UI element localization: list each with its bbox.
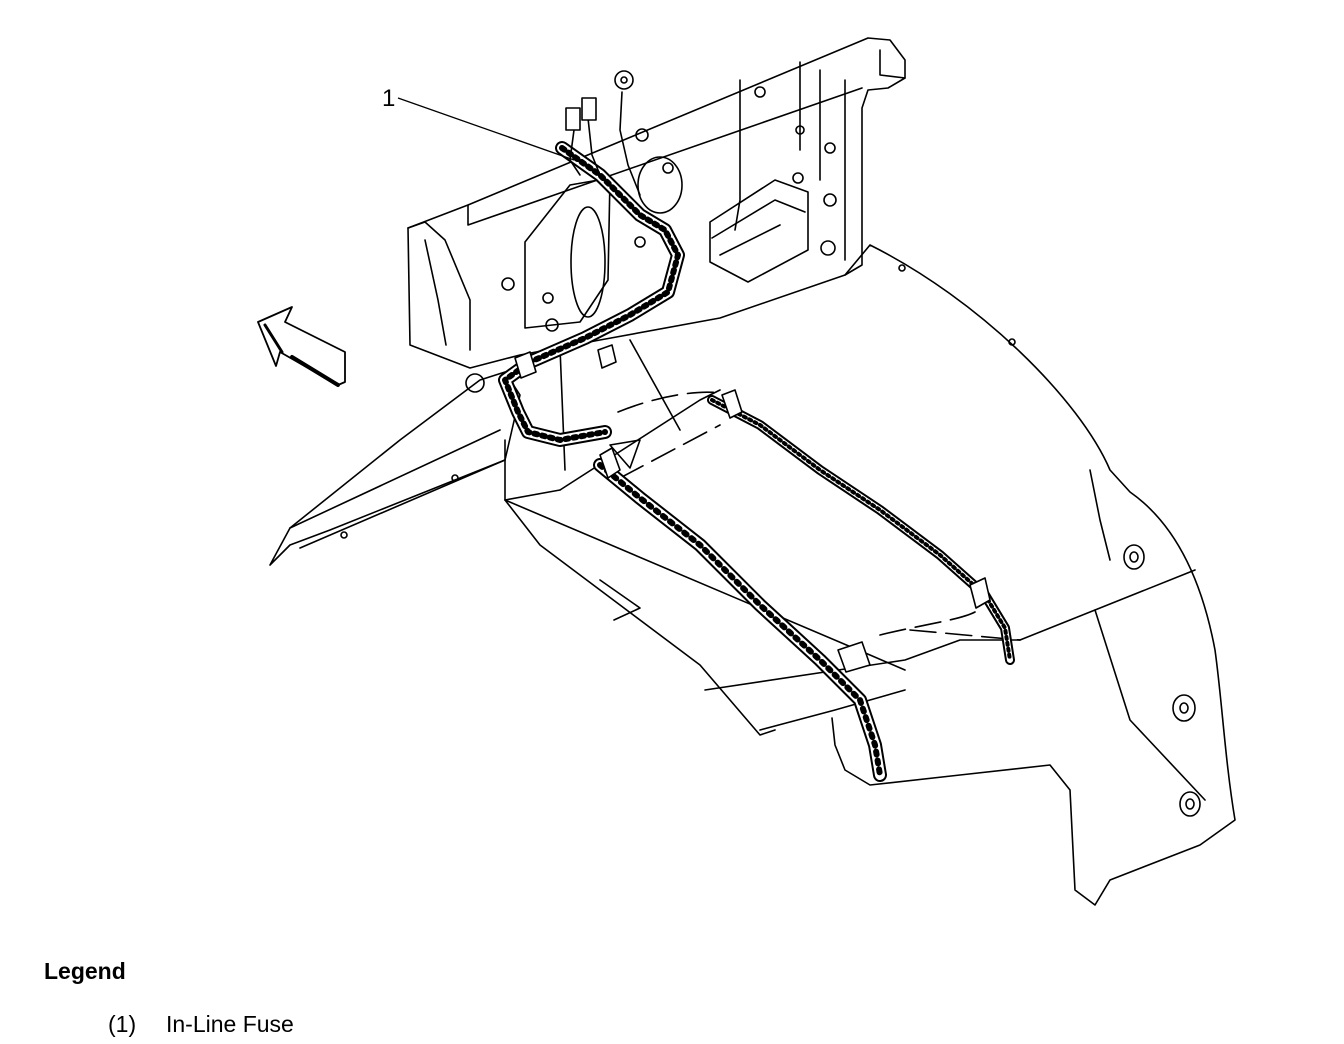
callout-1-label: 1 — [382, 85, 395, 112]
legend-item-text: In-Line Fuse — [166, 1011, 294, 1037]
callout-1: 1 — [382, 85, 575, 161]
firewall-panel — [407, 37, 906, 369]
frame-rail — [269, 339, 1021, 736]
legend-item: (1) In-Line Fuse — [108, 1011, 294, 1038]
inner-fender — [831, 244, 1236, 906]
wiring-diagram: 1 — [257, 37, 1236, 906]
legend-title: Legend — [44, 958, 126, 984]
wiring-harness — [498, 141, 1015, 782]
legend-item-number: (1) — [108, 1011, 137, 1037]
in-line-fuse — [565, 70, 641, 196]
direction-arrow-icon — [257, 306, 346, 387]
hidden-lines — [617, 391, 1021, 641]
